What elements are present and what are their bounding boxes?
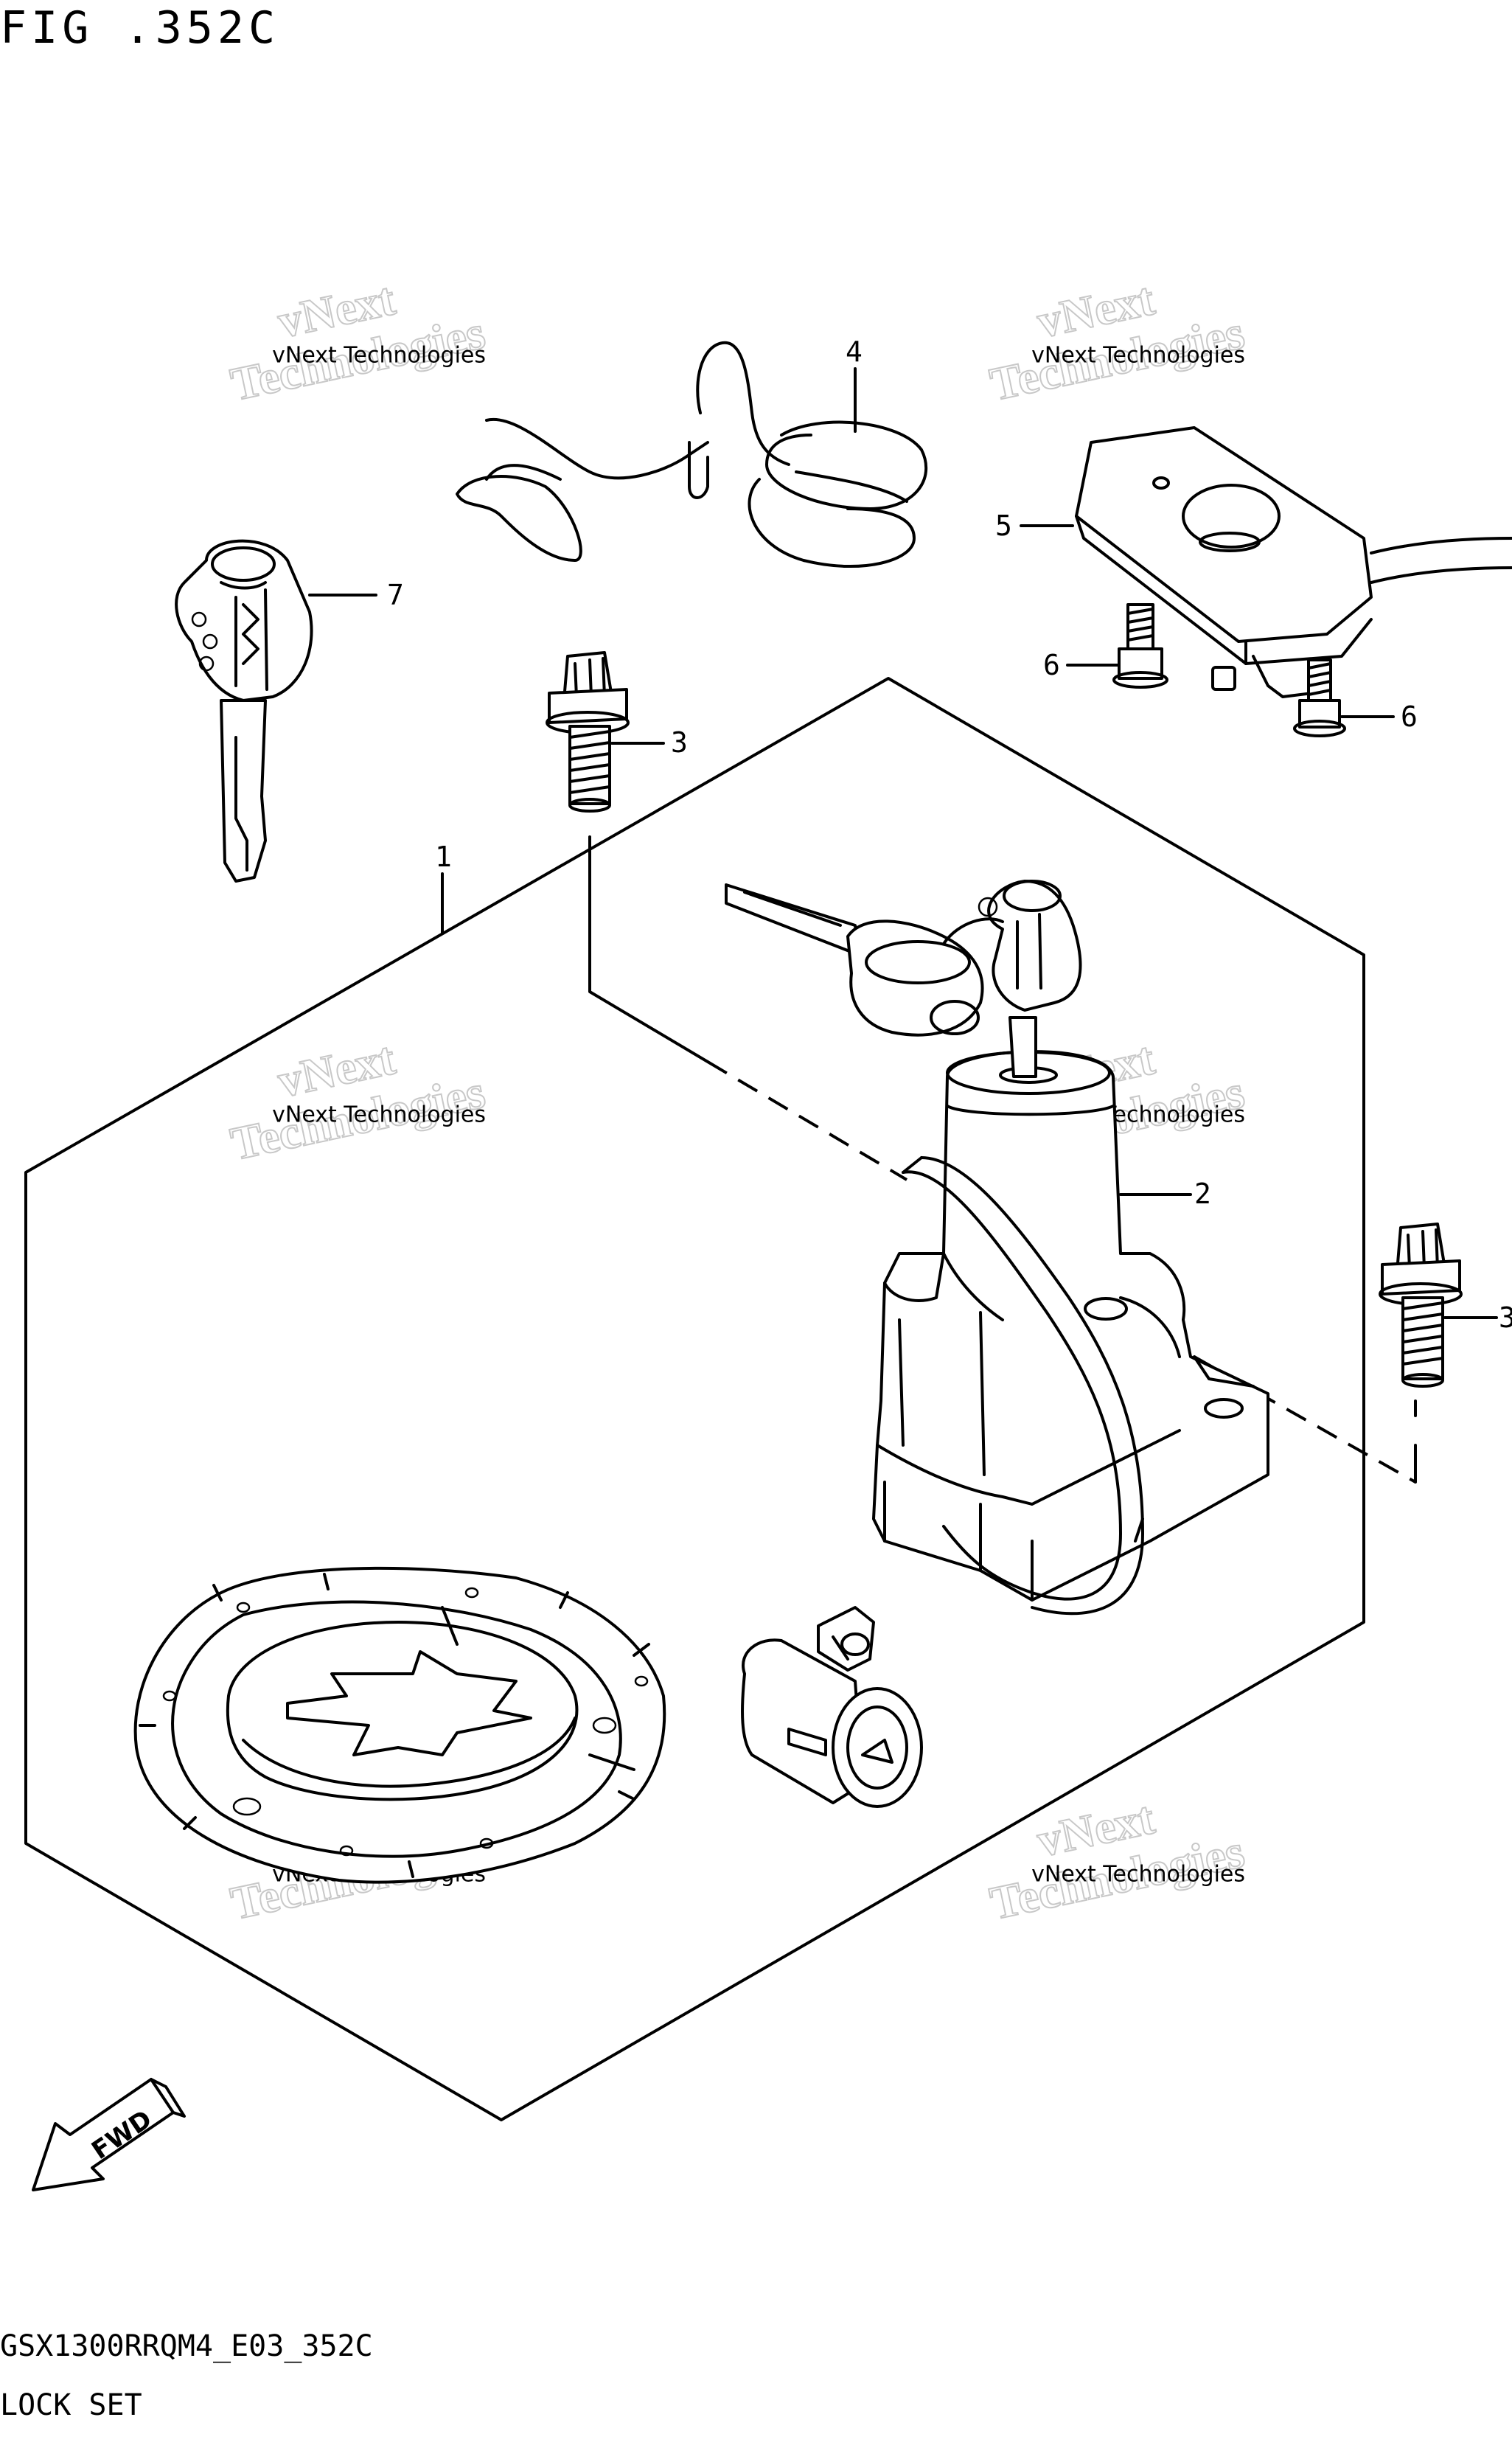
callout-group: 1 2 3 3 4 5 6 6 7	[308, 335, 1512, 1334]
watermark-text: vNext Technologies	[272, 343, 486, 369]
callout-label: 6	[1401, 700, 1418, 733]
wire-clip-part	[456, 341, 928, 568]
fwd-arrow-icon: FWD	[32, 2078, 186, 2191]
fuel-cap-part	[133, 1566, 666, 1884]
watermark-text: vNext Technologies	[1031, 1862, 1245, 1888]
figure-title: FIG .352C	[0, 2, 279, 54]
callout-label: 2	[1194, 1178, 1211, 1210]
seat-lock-part	[741, 1606, 923, 1808]
bolt-6-a	[1112, 603, 1168, 689]
figure-caption: LOCK SET	[0, 2388, 142, 2422]
callout-label: 3	[671, 726, 688, 759]
bolt-6-b	[1293, 658, 1346, 737]
figure-code: GSX1300RRQM4_E03_352C	[0, 2329, 373, 2363]
ignition-switch-part	[588, 835, 1417, 1616]
callout-label: 1	[435, 841, 452, 873]
callout-label: 5	[995, 510, 1012, 542]
callout-label: 4	[846, 335, 863, 368]
key-part	[175, 539, 313, 883]
watermark-text: vNext Technologies	[1031, 343, 1245, 369]
callout-label: 3	[1499, 1301, 1512, 1334]
watermark-text: vNext Technologies	[272, 1102, 486, 1128]
bolt-3-right	[1379, 1223, 1463, 1388]
bolt-3-upper	[546, 651, 630, 813]
lock-set-frame	[24, 677, 1365, 2121]
immobilizer-antenna-part	[1075, 426, 1512, 698]
callout-label: 7	[387, 579, 404, 611]
callout-label: 6	[1043, 649, 1060, 681]
